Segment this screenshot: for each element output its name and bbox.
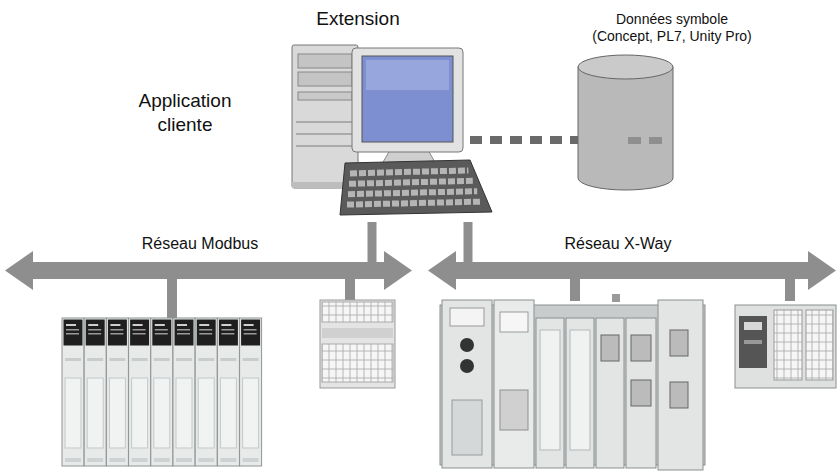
rack-module	[195, 318, 217, 466]
module-cover	[540, 330, 560, 450]
key-row	[349, 181, 473, 184]
terminal-row	[806, 310, 833, 380]
database-cylinder: Données symbole (Concept, PL7, Unity Pro…	[578, 55, 673, 190]
cylinder-outline	[578, 55, 673, 190]
plc-led	[744, 340, 762, 344]
rack-module	[84, 318, 106, 466]
text-slot: Réseau X-Way	[565, 234, 672, 254]
sub-d-connector	[601, 335, 619, 361]
network-link	[368, 222, 377, 262]
key-row	[347, 202, 482, 205]
network-drop	[570, 278, 580, 301]
caption-label: Données symbole (Concept, PL7, Unity Pro…	[587, 11, 757, 46]
text-slot: Extension	[316, 7, 399, 31]
rack-module	[173, 318, 195, 466]
plc-front	[739, 316, 767, 368]
inner-dash	[628, 137, 641, 144]
data-link	[470, 136, 578, 144]
double-arrow-band	[428, 251, 836, 290]
rack-module	[62, 318, 84, 466]
cpu-module	[494, 300, 534, 468]
cpu-display	[500, 312, 528, 332]
power-supply	[442, 300, 492, 468]
terminal-row	[322, 344, 393, 382]
round-connector	[460, 338, 474, 352]
plc-display	[744, 322, 762, 330]
io-strip	[322, 328, 393, 338]
terminal-row	[774, 310, 802, 380]
io-module	[536, 318, 564, 468]
network-drop	[167, 278, 177, 319]
rack-module	[106, 318, 128, 466]
client-workstation: ExtensionApplication cliente	[290, 42, 470, 222]
keyboard	[340, 160, 492, 215]
supply-display	[450, 308, 484, 326]
band-outline	[428, 262, 836, 279]
memory-card	[500, 390, 528, 430]
screen-glare	[366, 60, 449, 90]
network-link	[464, 222, 473, 262]
cylinder-body	[578, 67, 673, 190]
monitor-screen	[362, 56, 453, 142]
text-slot: Réseau Modbus	[142, 234, 259, 254]
inner-dash	[649, 137, 662, 144]
rack-module	[151, 318, 173, 466]
rack-knob	[612, 294, 620, 302]
io-module	[596, 318, 624, 468]
rack-module	[129, 318, 151, 466]
network-drop	[785, 278, 795, 301]
rack-module	[217, 318, 239, 466]
network-bus: Réseau X-Way	[428, 262, 836, 279]
sub-d-connector	[631, 335, 651, 361]
text-slot: Données symbole (Concept, PL7, Unity Pro…	[587, 11, 757, 46]
key-row	[348, 191, 477, 194]
key-row	[350, 170, 468, 173]
caption-label: Extension	[316, 7, 399, 31]
drive-bay	[298, 54, 352, 68]
io-module	[566, 318, 594, 468]
network-drop	[345, 278, 355, 301]
band-outline	[5, 262, 412, 279]
io-block	[320, 300, 395, 388]
network-label: Réseau X-Way	[565, 234, 672, 254]
io-module	[626, 318, 656, 468]
supply-cover	[452, 400, 482, 455]
computer-outline	[290, 42, 470, 222]
monitor-body	[352, 48, 463, 152]
text-slot: Application cliente	[125, 89, 245, 137]
rack-module	[240, 318, 262, 466]
network-bus: Réseau Modbus	[5, 262, 412, 279]
tower-ridges	[296, 122, 354, 146]
network-label: Réseau Modbus	[142, 234, 259, 254]
sub-d-connector	[670, 330, 688, 356]
caption-label: Application cliente	[125, 89, 245, 137]
drive-bay	[298, 72, 352, 86]
double-arrow-band	[5, 251, 412, 290]
floppy-slot	[298, 92, 352, 100]
cylinder-top	[578, 55, 673, 79]
sub-d-connector	[631, 380, 651, 406]
compact-plc	[735, 305, 836, 388]
round-connector	[460, 359, 474, 373]
module-cover	[570, 330, 590, 450]
comm-module	[658, 300, 703, 470]
sub-d-connector	[670, 382, 688, 408]
terminal-row	[322, 302, 393, 322]
